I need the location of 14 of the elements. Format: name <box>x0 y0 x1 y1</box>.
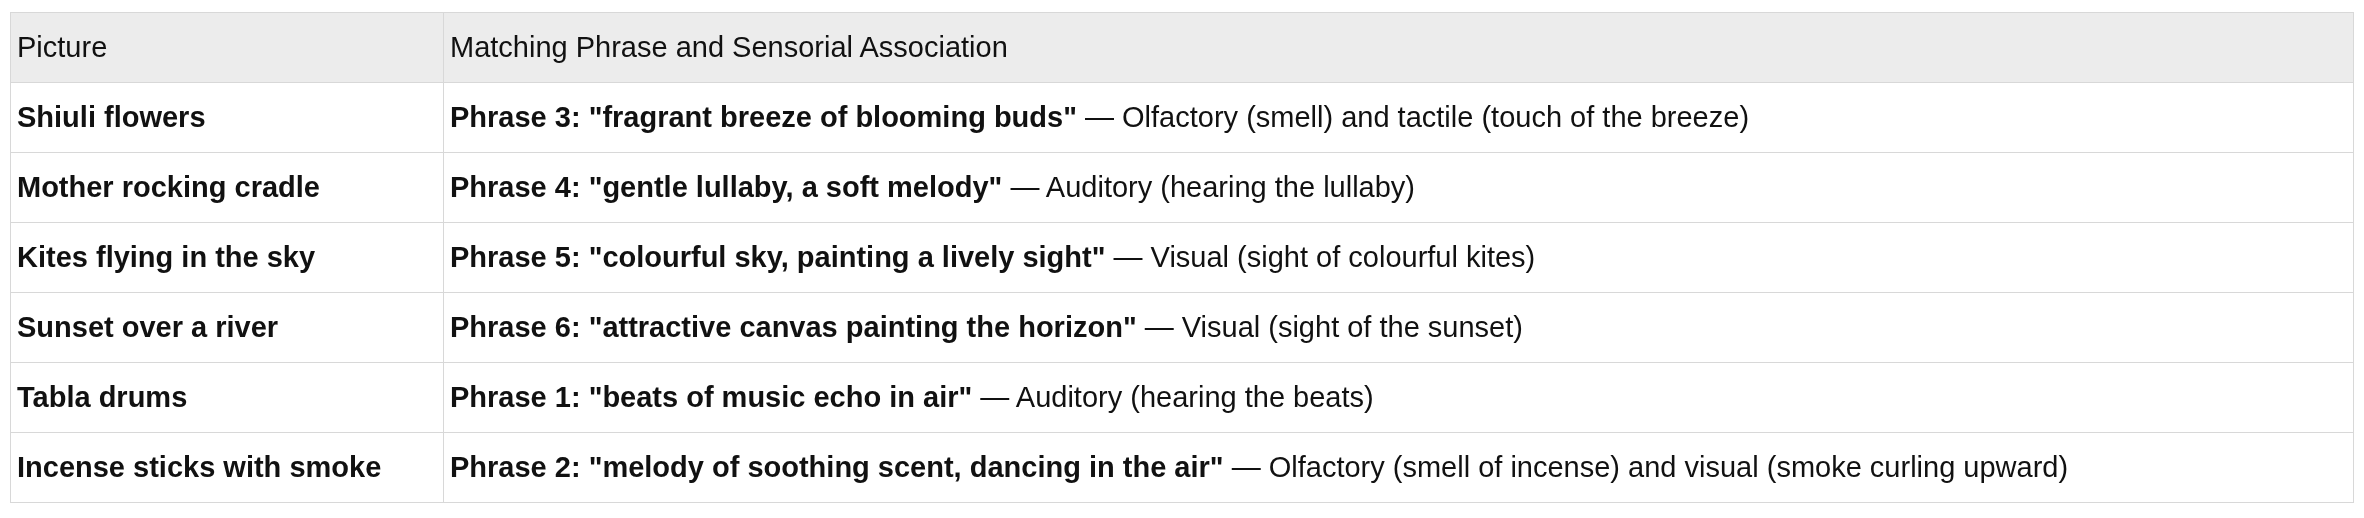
phrase-association-cell: Phrase 6: "attractive canvas painting the horizon" — Visual (sight of the sunset) <box>443 292 2354 363</box>
picture-name-cell: Mother rocking cradle <box>10 152 444 223</box>
picture-name-cell: Tabla drums <box>10 362 444 433</box>
column-header: Matching Phrase and Sensorial Association <box>443 12 2354 83</box>
phrase-association-cell: Phrase 4: "gentle lullaby, a soft melody" — Auditory (hearing the lullaby) <box>443 152 2354 223</box>
picture-name-cell: Sunset over a river <box>10 292 444 363</box>
picture-name-cell: Incense sticks with smoke <box>10 432 444 503</box>
phrase-association-cell: Phrase 2: "melody of soothing scent, dancing in the air" — Olfactory (smell of incense) and visual (smoke curling upward) <box>443 432 2354 503</box>
phrase-association-cell: Phrase 5: "colourful sky, painting a lively sight" — Visual (sight of colourful kites) <box>443 222 2354 293</box>
phrase-association-cell: Phrase 3: "fragrant breeze of blooming buds" — Olfactory (smell) and tactile (touch of the breeze) <box>443 82 2354 153</box>
column-header: Picture <box>10 12 444 83</box>
picture-name-cell: Shiuli flowers <box>10 82 444 153</box>
picture-name-cell: Kites flying in the sky <box>10 222 444 293</box>
phrase-association-cell: Phrase 1: "beats of music echo in air" — Auditory (hearing the beats) <box>443 362 2354 433</box>
